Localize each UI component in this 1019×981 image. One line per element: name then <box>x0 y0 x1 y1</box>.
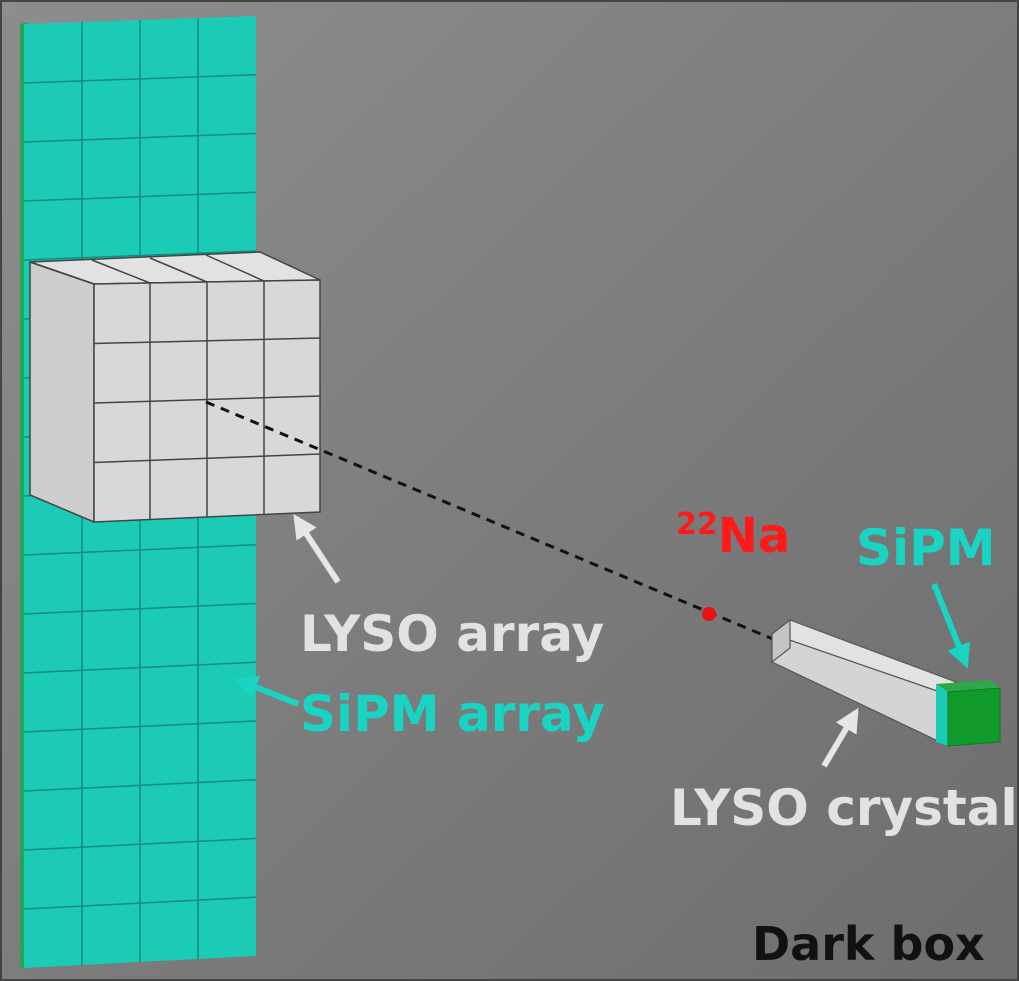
sipm-array-label: SiPM array <box>300 685 605 743</box>
sipm-single-face <box>947 687 1001 747</box>
sipm-label: SiPM <box>856 519 996 577</box>
lyso-array-grid <box>29 254 321 520</box>
lyso-array-top-line <box>149 257 208 283</box>
lyso-crystal-label: LYSO crystal <box>670 779 1018 837</box>
sipm-array-arrow <box>233 675 300 707</box>
sipm-single <box>936 680 1001 747</box>
coincidence-line <box>205 400 781 644</box>
lyso-array-arrow <box>293 513 341 584</box>
lyso-array-left-face <box>29 260 95 524</box>
na22-source-point <box>702 607 716 621</box>
sipm-arrow <box>931 582 971 669</box>
na22-symbol: Na <box>718 508 791 564</box>
sipm-single-edge <box>936 684 948 746</box>
na22-mass-number: 22 <box>676 507 718 542</box>
dark-box-label: Dark box <box>752 917 985 971</box>
na22-label: 22Na <box>676 507 790 564</box>
lyso-array-top-line <box>205 254 265 282</box>
lyso-array-label: LYSO array <box>300 605 604 663</box>
lyso-crystal <box>770 618 958 743</box>
lyso-crystal-arrow <box>821 707 859 768</box>
lyso-array <box>29 251 321 524</box>
lyso-crystal-end-face <box>771 618 791 664</box>
lyso-array-top-line <box>91 259 151 284</box>
lyso-array-top-line <box>29 261 95 285</box>
